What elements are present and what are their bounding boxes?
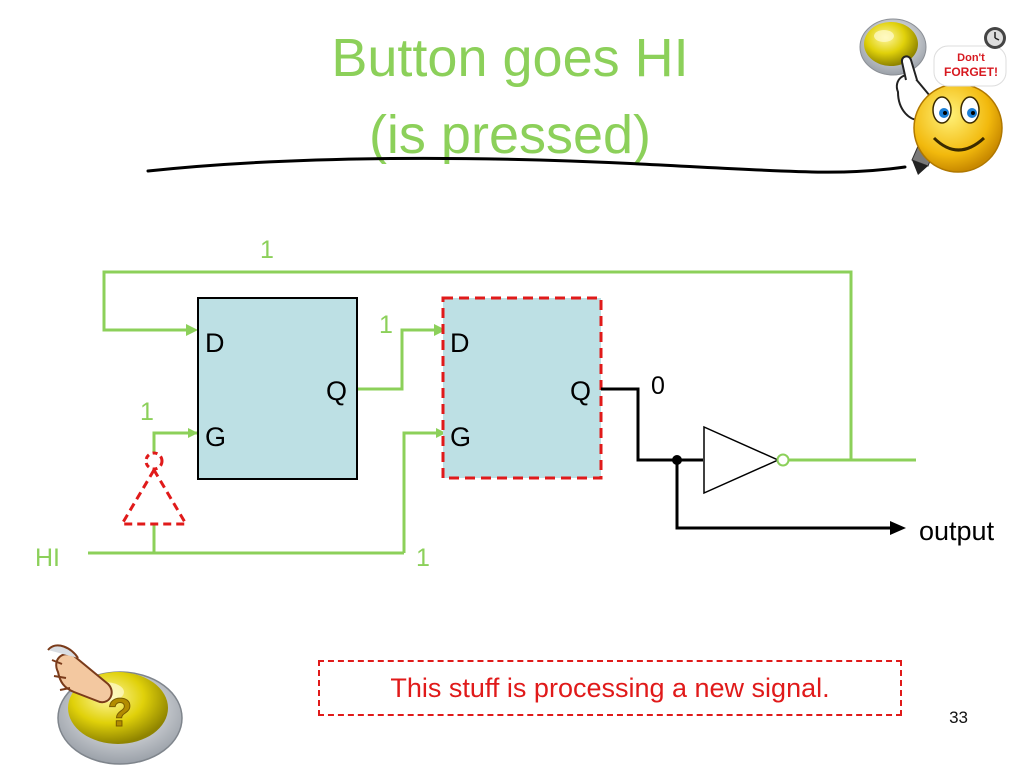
button-triangle [119, 467, 189, 526]
question-button-icon: ? [47, 644, 183, 765]
processing-callout: This stuff is processing a new signal. [318, 660, 902, 716]
g2-wire [402, 431, 446, 553]
latch1-q-value: 1 [379, 311, 393, 339]
button-triangle-bubble [144, 451, 164, 471]
q1-to-d2-wire [357, 328, 438, 391]
q2-output-wire [601, 387, 703, 462]
dont-forget-text-line2: FORGET! [944, 65, 998, 79]
feedback-value: 1 [260, 236, 274, 264]
title-underline [146, 156, 907, 174]
pointing-hand-icon [47, 644, 113, 704]
latch2-q-label: Q [570, 376, 591, 406]
dont-forget-smiley-icon: Don't FORGET! [859, 18, 1007, 175]
hi-wire-value: 1 [416, 544, 430, 572]
latch1-q-label: Q [326, 376, 347, 406]
output-arrowhead [890, 521, 906, 535]
output-branch-wire [675, 460, 895, 530]
latch2-d-label: D [450, 328, 470, 358]
g1-wire [152, 431, 198, 452]
slide-title-line1: Button goes HI [331, 28, 689, 88]
latch1-box [197, 297, 358, 480]
latch1-g-value: 1 [140, 398, 154, 426]
dont-forget-text-line1: Don't [957, 52, 985, 64]
latch1-g-label: G [205, 422, 226, 452]
inverter-gate [703, 425, 780, 495]
latch1-d-label: D [205, 328, 225, 358]
inverter-bubble [776, 453, 790, 467]
latch2-q-value: 0 [651, 372, 665, 400]
junction-dot [672, 455, 682, 465]
latch2-g-label: G [450, 422, 471, 452]
slide-title-line2: (is pressed) [368, 105, 652, 165]
circuit-diagram: D Q G D Q G 1 1 1 0 1 HI [35, 236, 995, 572]
svg-text:?: ? [108, 691, 132, 735]
hi-input-label: HI [35, 544, 60, 572]
feedback-wire [102, 270, 853, 460]
output-label: output [919, 516, 995, 546]
page-number: 33 [949, 708, 968, 727]
latch2-box [441, 296, 603, 480]
